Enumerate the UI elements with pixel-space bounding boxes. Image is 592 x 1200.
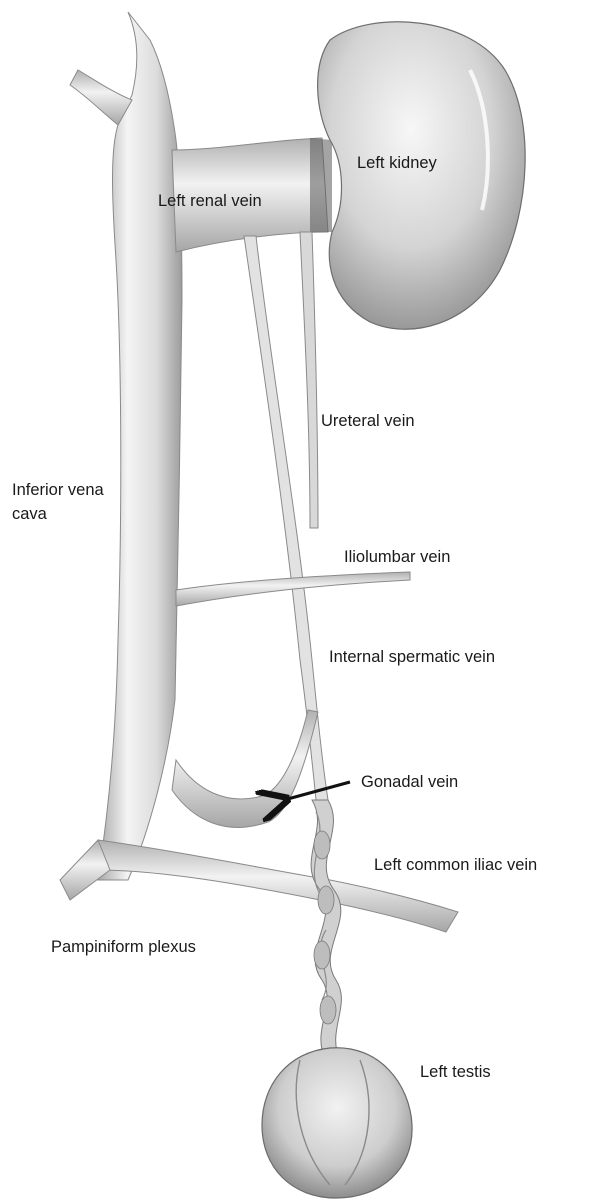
inferior-vena-cava-shape — [98, 12, 182, 880]
label-internal-spermatic-vein: Internal spermatic vein — [329, 645, 495, 669]
label-left-common-iliac-vein: Left common iliac vein — [374, 853, 537, 877]
ureteral-vein-shape — [300, 232, 318, 528]
gonadal-vein-shape — [172, 710, 318, 827]
label-ureteral-vein: Ureteral vein — [321, 409, 415, 433]
label-gonadal-vein: Gonadal vein — [361, 770, 458, 794]
hepatic-branch-shape — [70, 70, 132, 125]
label-pampiniform-plexus: Pampiniform plexus — [51, 935, 196, 959]
label-iliolumbar-vein: Iliolumbar vein — [344, 545, 450, 569]
pampiniform-plexus-shape — [311, 800, 341, 1060]
renal-hilum-shadow — [310, 138, 332, 232]
label-left-renal-vein: Left renal vein — [158, 189, 262, 213]
left-testis-shape — [262, 1048, 412, 1198]
label-left-kidney: Left kidney — [357, 151, 437, 175]
label-left-testis: Left testis — [420, 1060, 491, 1084]
label-inferior-vena-cava: Inferior vena cava — [12, 478, 142, 526]
left-kidney-shape — [318, 22, 526, 329]
